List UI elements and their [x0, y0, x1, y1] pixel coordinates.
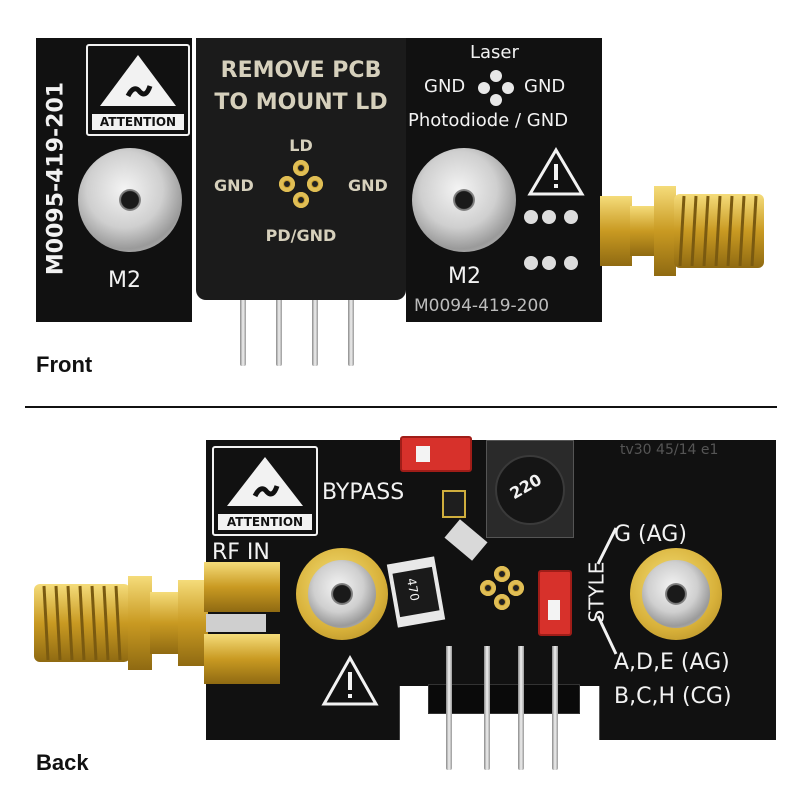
front-right-mount-hole	[412, 148, 516, 252]
style-label: STYLE	[584, 561, 609, 623]
option-g-label: G (AG)	[614, 522, 687, 547]
front-right-board: Laser GND GND Photodiode / GND M2	[406, 38, 602, 322]
ld-pad-top	[293, 160, 309, 176]
option-bch-label: B,C,H (CG)	[614, 684, 732, 709]
front-header-pin-4	[348, 300, 354, 366]
style-selector-lines	[596, 527, 618, 655]
pin-pd-gnd-label: PD/GND	[265, 226, 337, 245]
remove-pcb-line2: TO MOUNT LD	[214, 90, 388, 115]
back-socket-pad-3	[508, 580, 524, 596]
style-jumper[interactable]	[538, 570, 572, 636]
remove-pcb-line1: REMOVE PCB	[220, 58, 382, 83]
esd-warning-icon	[100, 55, 176, 106]
back-socket-pad-4	[494, 594, 510, 610]
back-esd-attention-box: ATTENTION	[212, 446, 318, 536]
back-socket-pad-1	[494, 566, 510, 582]
back-serial-text: tv30 45/14 e1	[620, 442, 719, 458]
back-left-mount-ring	[296, 548, 388, 640]
solder-pads-row-2	[524, 254, 594, 272]
back-socket-pad-2	[480, 580, 496, 596]
laser-label: Laser	[470, 42, 519, 63]
esd-label: ATTENTION	[92, 114, 184, 130]
photodiode-label: Photodiode / GND	[408, 110, 569, 131]
pin-ld-label: LD	[289, 136, 313, 155]
back-header-pin-2	[484, 646, 490, 770]
front-right-m2-label: M2	[448, 264, 481, 289]
ld-pad-bottom	[293, 192, 309, 208]
warning-triangle-icon	[527, 147, 585, 196]
front-left-mount-hole	[78, 148, 182, 252]
back-caption: Back	[36, 750, 89, 775]
front-sma-connector	[600, 186, 764, 276]
section-divider	[25, 406, 777, 408]
back-header-pin-1	[446, 646, 452, 770]
back-header-pin-4	[552, 646, 558, 770]
front-left-m2-label: M2	[108, 268, 141, 293]
rf-in-label: RF IN	[212, 540, 270, 565]
dot-pattern-icon	[474, 70, 518, 106]
front-right-part-number: M0094-419-200	[414, 296, 550, 316]
front-header-pin-3	[312, 300, 318, 366]
bypass-jumper[interactable]	[400, 436, 472, 472]
ld-pad-right	[307, 176, 323, 192]
gnd-left-label: GND	[424, 76, 466, 97]
back-right-mount-ring	[630, 548, 722, 640]
front-left-part-number: M0095-419-201	[43, 81, 69, 276]
pin-gnd-left-label: GND	[214, 176, 254, 195]
back-esd-warning-icon	[227, 457, 303, 506]
front-header-pin-2	[276, 300, 282, 366]
back-header-pin-3	[518, 646, 524, 770]
option-ade-label: A,D,E (AG)	[614, 650, 730, 675]
bypass-label: BYPASS	[322, 480, 405, 505]
back-sma-connector	[34, 562, 280, 684]
front-center-board: REMOVE PCB TO MOUNT LD LD GND GND PD/GND	[196, 38, 406, 300]
esd-attention-box: ATTENTION	[86, 44, 190, 136]
front-header-pin-1	[240, 300, 246, 366]
front-caption: Front	[36, 352, 93, 377]
pin-gnd-right-label: GND	[348, 176, 388, 195]
back-warning-triangle-icon	[321, 654, 379, 706]
front-left-board: M0095-419-201 ATTENTION M2	[36, 38, 192, 322]
back-esd-label: ATTENTION	[218, 514, 312, 530]
smd-component-2	[442, 490, 466, 518]
gnd-right-label: GND	[524, 76, 566, 97]
solder-pads-row-1	[524, 208, 594, 226]
inductor: 220	[486, 440, 574, 538]
ld-pad-left	[279, 176, 295, 192]
